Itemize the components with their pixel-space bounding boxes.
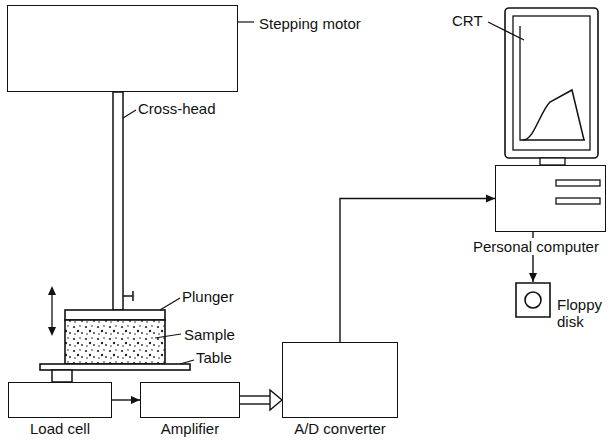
bus-line [240, 395, 270, 396]
table-plate [40, 364, 190, 370]
leader-line [155, 334, 181, 338]
bus-arrow [240, 390, 282, 410]
motor-box: Stepping motor [7, 5, 238, 92]
arrow-head [529, 273, 537, 282]
clamp-tab [123, 295, 133, 297]
computer-box: Personal computer [495, 165, 606, 232]
leader-line [238, 21, 254, 22]
amplifier-box: Amplifier [140, 382, 240, 418]
monitor-neck [540, 158, 565, 165]
leader-line [180, 360, 194, 364]
floppy-outline [515, 282, 551, 318]
table-post [52, 370, 72, 382]
node-label: Amplifier [161, 420, 219, 437]
signal-arrow [340, 195, 495, 343]
plunger-plate [65, 310, 165, 320]
part-label: Plunger [182, 288, 234, 305]
node-label: A/D converter [294, 420, 386, 437]
node-label: Load cell [30, 420, 90, 437]
leader-line [160, 298, 180, 310]
arrow-head [131, 396, 140, 404]
node-label: Stepping motor [259, 15, 361, 32]
floppy-disk-icon: Floppy disk [515, 282, 551, 318]
crt-screen [513, 16, 590, 150]
signal-arrow [112, 396, 140, 404]
plot-curve [523, 90, 584, 140]
leader-line [123, 110, 136, 118]
sample-body [65, 320, 165, 364]
plot-axes [520, 26, 585, 140]
part-label: CRT [452, 12, 483, 29]
motion-arrow [48, 327, 56, 336]
drive-slot [556, 198, 600, 204]
leader-line [488, 22, 524, 40]
connector-line [340, 199, 495, 343]
floppy-case [516, 283, 550, 317]
arrow-head [486, 195, 495, 203]
converter-box: A/D converter [282, 342, 398, 418]
part-label: Table [196, 349, 232, 366]
node-label: Personal computer [471, 238, 601, 255]
bus-line [240, 403, 270, 404]
part-label: Cross-head [138, 100, 216, 117]
clamp-tab [132, 291, 134, 301]
motion-arrow [48, 286, 56, 295]
motion-arrow [51, 292, 52, 330]
node-label: Floppy disk [557, 296, 609, 330]
arrow-head [270, 390, 282, 410]
part-label: Sample [184, 326, 235, 343]
monitor-case [505, 8, 598, 158]
drive-slot [556, 180, 600, 186]
load-cell-box: Load cell [8, 382, 112, 418]
cross-head-rod [113, 92, 123, 310]
floppy-hub [525, 292, 541, 308]
